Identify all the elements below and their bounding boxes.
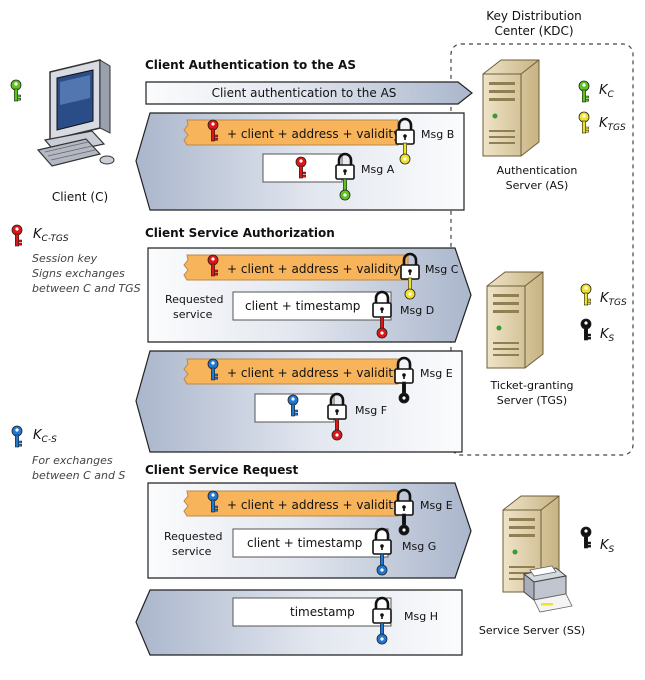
msg-f-label: Msg F (355, 404, 387, 417)
as-label-line2: Server (AS) (506, 179, 569, 192)
ticket-msg-e-text: + client + address + validity (227, 366, 400, 380)
msg-d-text: client + timestamp (245, 299, 360, 313)
panel-ss-reply: timestamp Msg H (135, 589, 463, 656)
ticket-msg-e2-text: + client + address + validity (227, 498, 400, 512)
client-label: Client (C) (52, 190, 108, 204)
ss-key-s-label: KS (600, 538, 615, 555)
tgs-label-line1: Ticket-granting (489, 379, 573, 392)
msg-b-label: Msg B (421, 128, 454, 141)
legend-kcs-label: KC-S (33, 428, 57, 445)
ticket-msg-c (183, 254, 409, 281)
msg-h-box (232, 597, 392, 627)
kdc-boundary (450, 43, 634, 456)
ss-label: Service Server (SS) (479, 624, 585, 637)
kdc-title-line2: Center (KDC) (494, 24, 573, 38)
tgs-server-icon (486, 271, 544, 369)
legend-kctgs-label: KC-TGS (33, 227, 69, 244)
panel-client-to-tgs: + client + address + validity Msg C Requ… (147, 247, 472, 343)
as-yellow-key-icon (578, 111, 590, 134)
ticket-msg-b-text: + client + address + validity (227, 127, 400, 141)
requested-service-label-1: Requested (165, 293, 223, 306)
as-key-c-label: KC (599, 83, 615, 100)
panel-as-reply: + client + address + validity Msg B Msg … (135, 112, 465, 211)
as-key-tgs-label: KTGS (599, 116, 626, 133)
msg-g-box (232, 528, 389, 558)
section-request-title: Client Service Request (145, 463, 298, 477)
legend-kctgs-desc1: Session key (32, 252, 98, 265)
legend-blue-key-icon (11, 425, 23, 448)
msg-e-label: Msg E (420, 367, 453, 380)
printer-icon (522, 565, 573, 613)
panel-client-to-ss: + client + address + validity Msg E Requ… (147, 482, 472, 579)
requested-service-label-3: Requested (164, 530, 222, 543)
auth-arrow-label: Client authentication to the AS (212, 86, 397, 100)
client-green-key-icon (10, 79, 22, 102)
tgs-key-tgs-label: KTGS (600, 291, 627, 308)
msg-h-label: Msg H (404, 610, 438, 623)
msg-d-label: Msg D (400, 304, 434, 317)
tgs-key-s-label: KS (600, 327, 615, 344)
requested-service-label-2: service (173, 308, 213, 321)
msg-g-text: client + timestamp (247, 536, 362, 550)
legend-kctgs-desc2: Signs exchanges (32, 267, 125, 280)
legend-kcs-desc1: For exchanges (32, 454, 113, 467)
section-authz-title: Client Service Authorization (145, 226, 335, 240)
tgs-black-key-icon (580, 318, 592, 341)
auth-request-arrow: Client authentication to the AS (145, 81, 473, 105)
legend-kcs-desc2: between C and S (32, 469, 125, 482)
msg-g-label: Msg G (402, 540, 436, 553)
authentication-server-icon (482, 59, 540, 157)
tgs-yellow-key-icon (580, 283, 592, 306)
legend-kctgs-desc3: between C and TGS (32, 282, 141, 295)
panel-tgs-reply: + client + address + validity Msg E Msg … (135, 350, 463, 453)
ss-black-key-icon (580, 526, 592, 549)
msg-c-label: Msg C (425, 263, 459, 276)
msg-d-box (232, 291, 392, 321)
requested-service-label-4: service (172, 545, 212, 558)
as-green-key-icon (578, 80, 590, 103)
msg-e2-label: Msg E (420, 499, 453, 512)
as-label-line1: Authentication (497, 164, 578, 177)
legend-red-key-icon (11, 224, 23, 247)
tgs-label-line2: Server (TGS) (497, 394, 567, 407)
ticket-msg-c-text: + client + address + validity (227, 262, 400, 276)
kdc-title-line1: Key Distribution (486, 9, 582, 23)
msg-h-text: timestamp (290, 605, 355, 619)
client-computer-icon (36, 59, 115, 167)
msg-a-label: Msg A (361, 163, 395, 176)
section-auth-title: Client Authentication to the AS (145, 58, 356, 72)
